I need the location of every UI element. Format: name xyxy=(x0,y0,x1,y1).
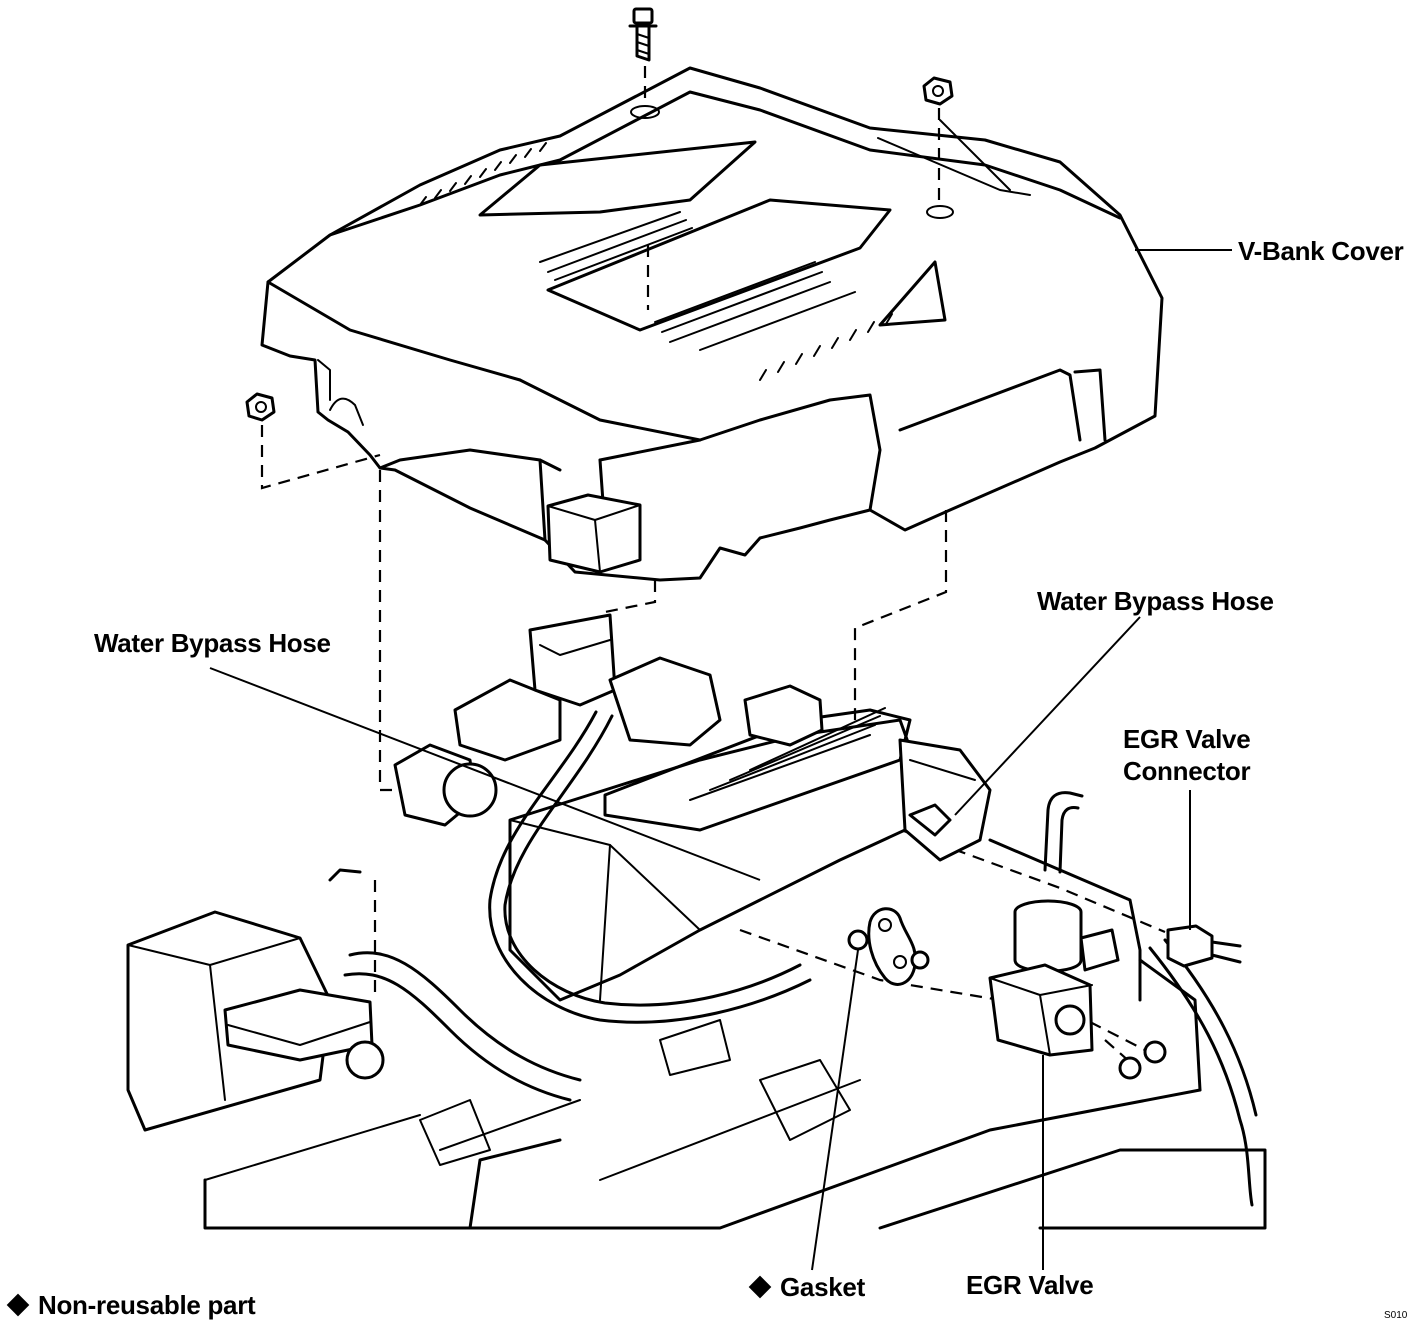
legend-non-reusable-text: Non-reusable part xyxy=(38,1290,256,1320)
non-reusable-diamond-icon xyxy=(748,1275,772,1299)
assembly-line-center xyxy=(605,580,655,612)
egr-valve-drawing xyxy=(990,901,1165,1078)
figure-code: S010 xyxy=(1384,1310,1408,1321)
leader-water-bypass-hose-left xyxy=(210,668,760,880)
legend-non-reusable: Non-reusable part xyxy=(6,1290,256,1320)
label-v-bank-cover: V-Bank Cover xyxy=(1238,236,1404,266)
assembly-line-top-bolt xyxy=(645,66,648,310)
assembly-line-left-nut xyxy=(262,425,380,488)
egr-valve-connector-drawing xyxy=(1168,926,1240,966)
label-gasket-group: Gasket xyxy=(748,1272,865,1302)
engine-assembly-drawing xyxy=(128,615,1265,1228)
leader-water-bypass-hose-right xyxy=(955,617,1140,815)
mounting-bolt-top xyxy=(630,9,656,60)
label-gasket: Gasket xyxy=(780,1272,865,1302)
gasket-drawing xyxy=(849,909,928,985)
label-water-bypass-hose-right: Water Bypass Hose xyxy=(1037,586,1274,616)
assembly-line-left-vertical xyxy=(375,470,402,1000)
label-water-bypass-hose-left: Water Bypass Hose xyxy=(94,628,331,658)
label-egr-valve: EGR Valve xyxy=(966,1270,1094,1300)
legend-diamond-icon xyxy=(6,1293,30,1317)
v-bank-cover-drawing xyxy=(262,68,1162,580)
mounting-nut-left xyxy=(247,394,274,420)
mounting-nut-right xyxy=(924,78,952,104)
leader-gasket xyxy=(812,950,858,1270)
label-egr-valve-connector-line1: EGR Valve xyxy=(1123,724,1251,754)
assembly-line-egr xyxy=(740,815,1165,1062)
label-egr-valve-connector-line2: Connector xyxy=(1123,756,1251,786)
assembly-line-right-vertical xyxy=(855,510,946,790)
